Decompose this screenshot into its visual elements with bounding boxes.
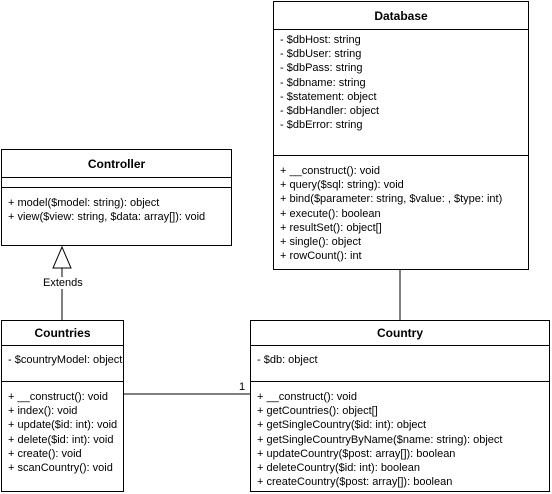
- method: + resultSet(): object[]: [280, 221, 382, 234]
- method: + bind($parameter: string, $value: , $ty…: [280, 193, 503, 206]
- attribute: - $dbHost: string: [280, 34, 361, 46]
- attribute: - $dbPass: string: [280, 62, 363, 75]
- database-class[interactable]: Database - $dbHost: string - $dbUser: st…: [273, 1, 529, 270]
- attribute: - $statement: object: [280, 90, 377, 103]
- method: + query($sql: string): void: [280, 179, 404, 192]
- country-multiplicity: 1: [239, 381, 246, 393]
- attribute: - $db: object: [257, 354, 318, 366]
- method: + index(): void: [8, 405, 78, 418]
- method: + single(): object: [280, 236, 362, 249]
- method: + create(): void: [8, 447, 82, 460]
- controller-class[interactable]: Controller + model($model: string): obje…: [1, 149, 232, 246]
- controller-attributes: [2, 178, 231, 188]
- attribute: - $countryModel: object: [8, 354, 123, 366]
- method: + model($model: string): object: [8, 197, 160, 209]
- countries-methods: + __construct(): void + index(): void + …: [2, 382, 123, 478]
- method: + getSingleCountry($id: int): object: [257, 419, 427, 432]
- country-methods: + __construct(): void + getCountries(): …: [251, 382, 549, 492]
- attribute: - $dbname: string: [280, 76, 366, 89]
- method: + createCountry($post: array[]): boolean: [257, 476, 453, 489]
- controller-class-name: Controller: [2, 150, 231, 178]
- method: + rowCount(): int: [280, 250, 362, 263]
- attribute: - $dbError: string: [280, 119, 363, 132]
- method: + view($view: string, $data: array[]): v…: [8, 211, 206, 224]
- controller-methods: + model($model: string): object + view($…: [2, 188, 231, 227]
- method: + __construct(): void: [280, 165, 380, 177]
- attribute: - $dbUser: string: [280, 48, 362, 61]
- method: + getSingleCountryByName($name: string):…: [257, 433, 503, 446]
- country-class-name: Country: [251, 321, 549, 346]
- country-attributes: - $db: object: [251, 346, 549, 382]
- countries-class[interactable]: Countries - $countryModel: object + __co…: [1, 320, 124, 492]
- countries-attributes: - $countryModel: object: [2, 346, 123, 382]
- inheritance-arrowhead: [52, 245, 72, 269]
- method: + update($id: int): void: [8, 419, 118, 432]
- country-class[interactable]: Country - $db: object + __construct(): v…: [250, 320, 550, 492]
- database-attributes: - $dbHost: string - $dbUser: string - $d…: [274, 30, 528, 156]
- method: + __construct(): void: [257, 391, 357, 403]
- method: + execute(): boolean: [280, 207, 381, 220]
- attribute: - $dbHandler: object: [280, 105, 380, 118]
- method: + delete($id: int): void: [8, 433, 114, 446]
- method: + scanCountry(): void: [8, 462, 113, 475]
- method: + __construct(): void: [8, 391, 108, 403]
- method: + getCountries(): object[]: [257, 405, 378, 418]
- countries-class-name: Countries: [2, 321, 123, 346]
- database-class-name: Database: [274, 2, 528, 30]
- extends-label: Extends: [43, 277, 83, 289]
- method: + updateCountry($post: array[]): boolean: [257, 447, 456, 460]
- database-methods: + __construct(): void + query($sql: stri…: [274, 156, 528, 266]
- method: + deleteCountry($id: int): boolean: [257, 462, 420, 475]
